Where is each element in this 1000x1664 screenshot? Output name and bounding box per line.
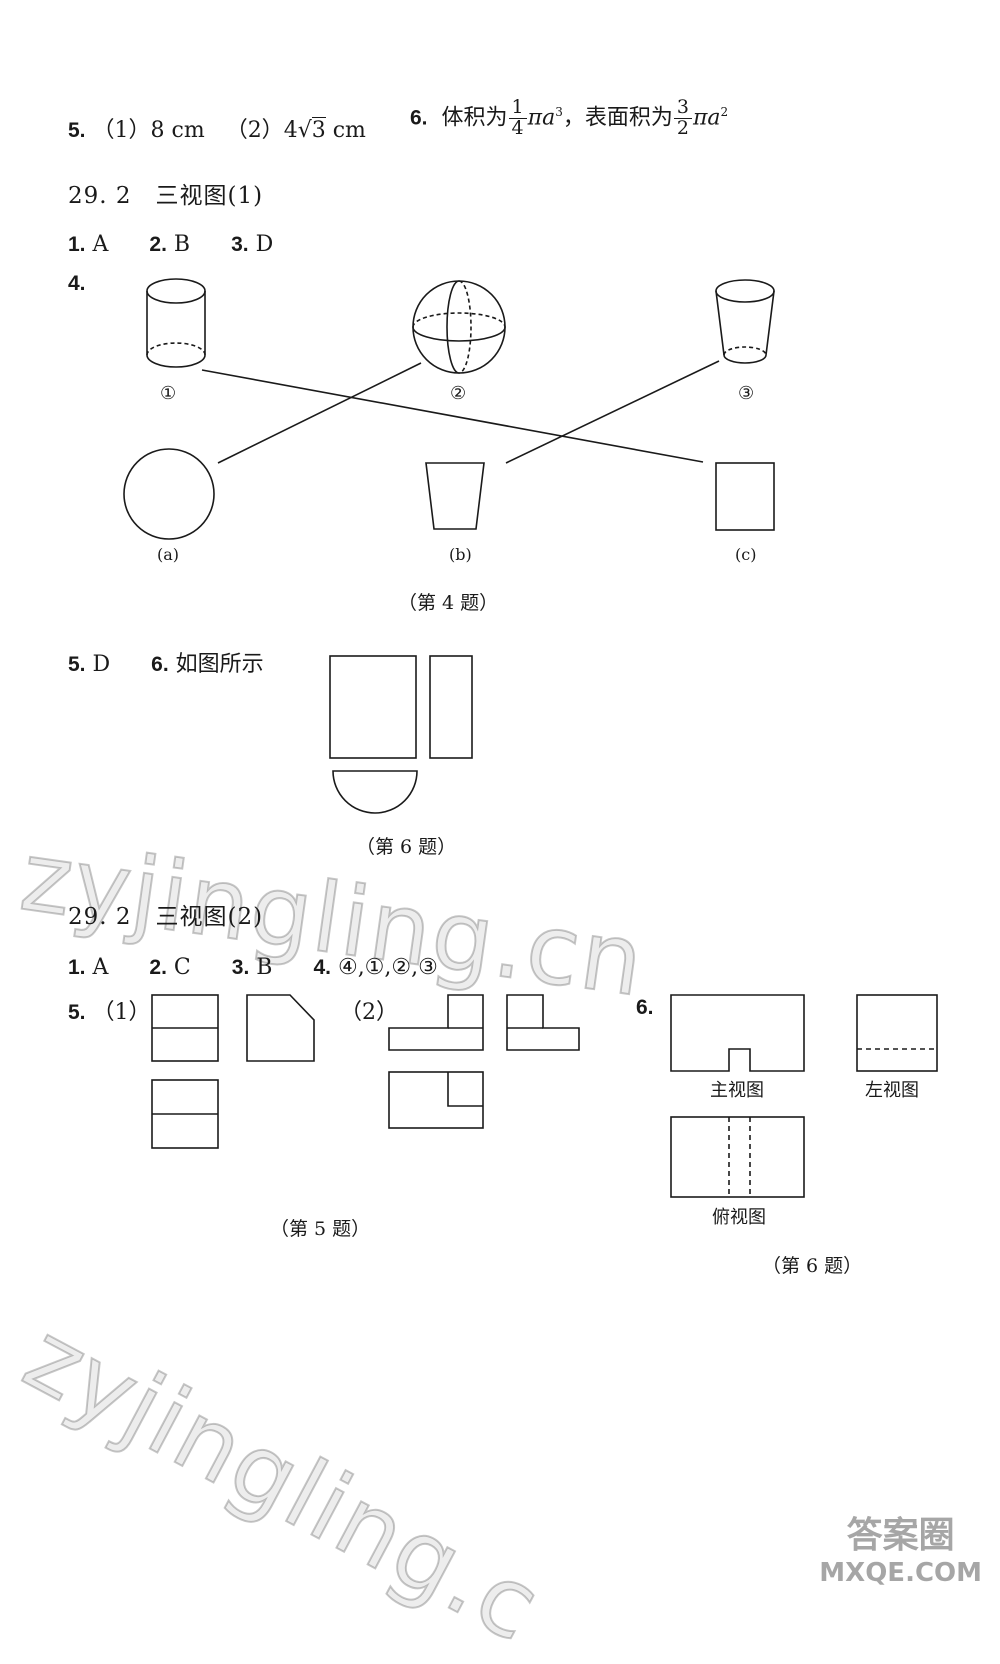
s1-a3-num: 3. [231, 233, 249, 256]
corner-logo: 答案圈 MXQE.COM [819, 1506, 982, 1588]
q6-expr1: πa [527, 105, 556, 131]
section1-answers-5-6: 5. D 6. 如图所示 [68, 646, 264, 678]
section2-title: 29. 2 三视图(2) [68, 904, 264, 930]
s2-q5-num: 5. [68, 1001, 86, 1024]
q5-part2-label: （2） [225, 118, 284, 143]
s1-a1-num: 1. [68, 233, 86, 256]
s1q6-side-view [429, 655, 473, 759]
corner-logo-site: MXQE.COM [819, 1558, 982, 1588]
sphere-solid [412, 280, 506, 374]
view-b-trapezoid [425, 462, 485, 530]
section1-answers-row: 1. A 2. B 3. D [68, 232, 273, 257]
s2-a4-num: 4. [313, 956, 331, 979]
s2-a3-ans: B [256, 955, 273, 980]
s2-fig5-caption: （第 5 题） [270, 1218, 371, 1240]
q6-frac1-numerator: 1 [508, 97, 527, 119]
s1-q5-num: 5. [68, 653, 86, 676]
s1-q4-number: 4. [68, 272, 86, 295]
s2q6-views [670, 994, 938, 1198]
q6-text-volume: 体积为 [441, 105, 508, 131]
match-line-2a [217, 362, 422, 464]
q5-part2-radicand: 3 [311, 117, 326, 143]
s2-q5-label: 5. （1） [68, 994, 151, 1026]
s1q6-front-view [329, 655, 417, 759]
s2-a3-num: 3. [231, 956, 250, 979]
s1-fig6-caption: （第 6 题） [356, 836, 457, 858]
solid-label-3: ③ [738, 383, 755, 404]
q6-frac2-denominator: 2 [676, 116, 689, 139]
view-label-main: 主视图 [710, 1080, 764, 1101]
solid-label-2: ② [450, 383, 467, 404]
s1-a3-ans: D [255, 232, 274, 257]
q6-exp1: 3 [555, 105, 563, 120]
fig4-caption: （第 4 题） [398, 592, 499, 614]
s2-q5-part2: （2） [340, 1000, 398, 1025]
s1-q6-text: 如图所示 [175, 652, 264, 677]
view-c-rectangle [715, 462, 775, 531]
view-a-circle [123, 448, 215, 540]
view-label-left: 左视图 [865, 1080, 919, 1101]
section1-title: 29. 2 三视图(1) [68, 183, 264, 209]
s2-a1-ans: A [92, 955, 109, 980]
figure-s2 [151, 994, 938, 1198]
corner-logo-title: 答案圈 [846, 1515, 955, 1556]
match-line-1c [201, 369, 704, 463]
view-label-top: 俯视图 [712, 1207, 766, 1228]
s2-a4-ans: ④,①,②,③ [337, 955, 438, 980]
s2-q5-part1: （1） [92, 1000, 151, 1025]
s2-a2-ans: C [173, 955, 191, 980]
q6-exp2: 2 [720, 105, 729, 120]
match-line-3b [505, 360, 720, 464]
s2q5-part2-views [388, 994, 580, 1129]
figure-s1-q6 [329, 655, 473, 814]
q5-part1-value: 8 cm [150, 118, 205, 143]
q6-text-surface: ，表面积为 [562, 105, 673, 131]
q5-part2-unit: cm [332, 118, 366, 143]
q5-number: 5. [68, 119, 86, 142]
q5-part1-label: （1） [92, 118, 151, 143]
view-label-b: (b) [449, 545, 472, 564]
q5-part2-coef: 4 [283, 118, 298, 143]
s1-a2-ans: B [173, 232, 191, 257]
solid-label-1: ① [160, 383, 177, 404]
q6-number: 6. [410, 106, 428, 130]
view-label-c: (c) [735, 545, 757, 564]
cylinder-solid [146, 278, 206, 368]
figure-q4 [123, 278, 775, 540]
s1-a2-num: 2. [149, 233, 167, 256]
s2q5-part1-views [151, 994, 315, 1149]
q6-frac2-numerator: 3 [673, 97, 692, 119]
s2-a1-num: 1. [68, 956, 86, 979]
s2-fig6-caption: （第 6 题） [762, 1255, 863, 1277]
q6-expr2: πa [692, 105, 721, 131]
s1-a1-ans: A [92, 232, 109, 257]
answer-line-top: 5. （1）8 cm （2）4√3 cm [68, 112, 366, 144]
s1q6-top-view-semicircle [332, 770, 418, 814]
s1-q5-ans: D [92, 652, 111, 677]
section2-answers-row: 1. A 2. C 3. B 4. ④,①,②,③ [68, 955, 438, 980]
view-label-a: (a) [157, 545, 180, 564]
frustum-solid [715, 279, 775, 364]
s1-q6-num: 6. [151, 653, 169, 676]
s2-a2-num: 2. [149, 956, 167, 979]
q6-frac1-denominator: 4 [511, 116, 524, 139]
sqrt-sign: √ [297, 118, 312, 143]
s2-q6-num: 6. [636, 996, 654, 1019]
